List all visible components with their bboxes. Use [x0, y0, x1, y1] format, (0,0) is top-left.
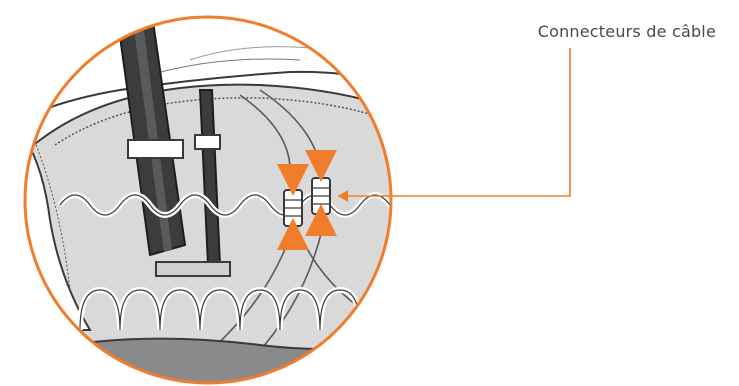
callout-label: Connecteurs de câble [458, 22, 716, 41]
magnified-view [0, 0, 420, 386]
floor [0, 339, 420, 386]
